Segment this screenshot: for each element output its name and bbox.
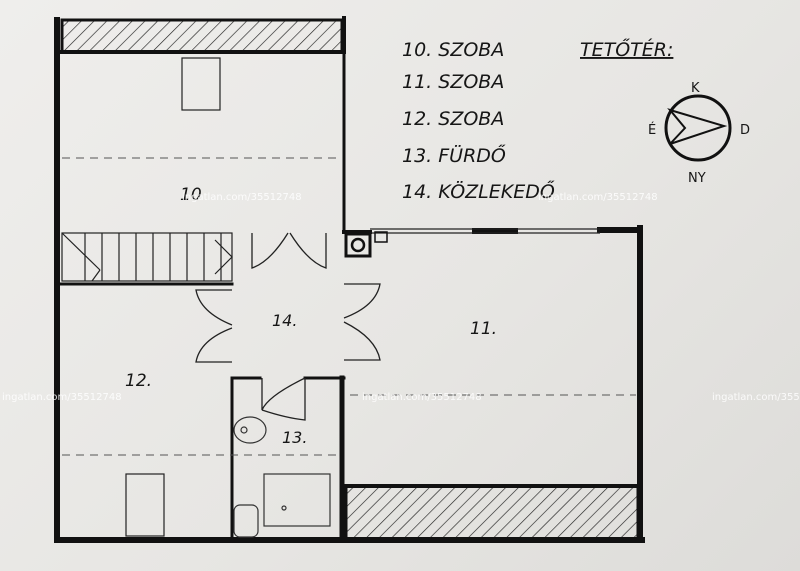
watermark: ingatlan.com/35512748 bbox=[712, 392, 800, 403]
legend-item: 11. SZOBA bbox=[402, 71, 504, 93]
compass-west-label: É bbox=[648, 122, 656, 138]
room-label-13: 13. bbox=[282, 428, 307, 447]
watermark: ingatlan.com/35512748 bbox=[362, 392, 482, 403]
legend-title: TETŐTÉR: bbox=[580, 37, 673, 61]
window-line bbox=[370, 228, 600, 234]
room-label-12: 12. bbox=[125, 371, 152, 391]
watermark: ingatlan.com/35512748 bbox=[2, 392, 122, 403]
compass-south-label: NY bbox=[688, 171, 706, 186]
bathroom-fixtures bbox=[233, 416, 331, 538]
hatched-area-bottom bbox=[344, 484, 640, 542]
compass-arrow bbox=[667, 108, 728, 145]
room-label-14: 14. bbox=[272, 311, 297, 330]
roof-window bbox=[125, 473, 165, 537]
legend-item: 13. FÜRDŐ bbox=[402, 143, 506, 167]
room-label-11: 11. bbox=[470, 319, 497, 339]
watermark: ingatlan.com/35512748 bbox=[538, 192, 658, 203]
room-label-10: 10 bbox=[180, 185, 202, 205]
compass-ring bbox=[664, 94, 732, 162]
roof-window bbox=[181, 57, 221, 111]
chimney bbox=[344, 232, 372, 258]
roof-slope-lines bbox=[62, 157, 636, 456]
staircase bbox=[61, 232, 233, 282]
compass: K É D NY bbox=[648, 81, 750, 186]
walls bbox=[54, 16, 645, 543]
doors bbox=[195, 232, 381, 421]
compass-north-label: K bbox=[691, 81, 700, 96]
legend: 10. SZOBA 11. SZOBA 12. SZOBA 13. FÜRDŐ … bbox=[402, 37, 673, 203]
legend-item: 14. KÖZLEKEDŐ bbox=[402, 179, 555, 203]
legend-item: 10. SZOBA bbox=[402, 39, 504, 61]
watermark: ingatlan.com/35512748 bbox=[182, 192, 302, 203]
hatched-area-top bbox=[60, 18, 344, 54]
compass-east-label: D bbox=[740, 123, 750, 138]
legend-item: 12. SZOBA bbox=[402, 108, 504, 130]
